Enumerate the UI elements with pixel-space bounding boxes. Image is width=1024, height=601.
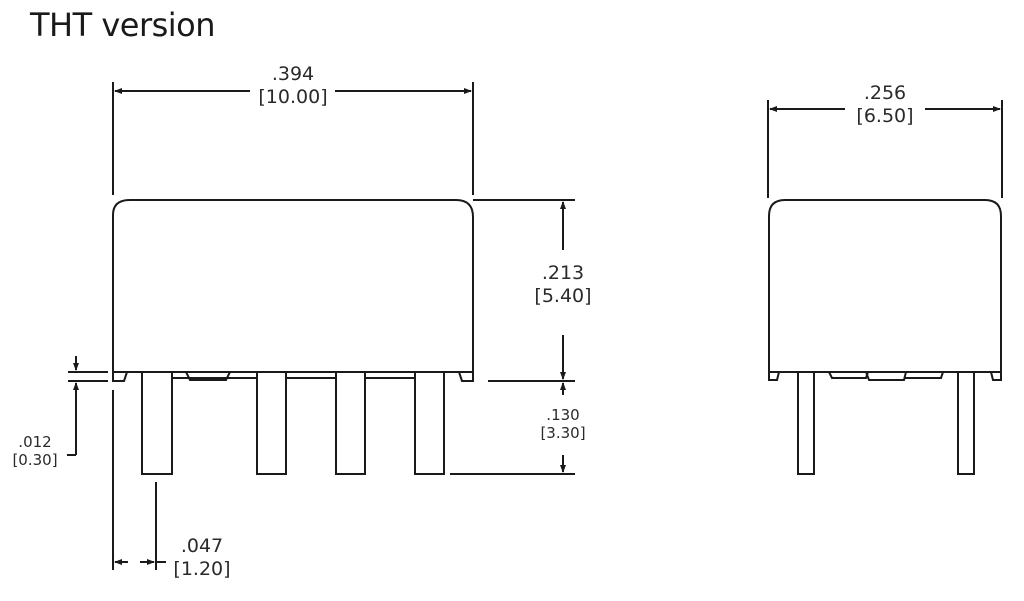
side-pin-2 xyxy=(957,371,975,475)
drawing-title: THT version xyxy=(30,6,216,44)
dim-mm: [1.20] xyxy=(173,557,231,580)
dim-inch: .394 xyxy=(271,63,315,85)
pin-1 xyxy=(141,371,173,475)
side-width-dim: .256 [6.50] xyxy=(840,82,930,128)
dim-inch: .047 xyxy=(180,535,224,557)
front-view xyxy=(67,82,575,570)
dim-inch: .256 xyxy=(863,82,907,104)
pin-offset-dim: .047 [1.20] xyxy=(162,535,242,581)
standoff-dim: .012 [0.30] xyxy=(4,433,66,469)
relay-body-side xyxy=(768,199,1002,373)
side-pin-1 xyxy=(797,371,815,475)
dim-mm: [5.40] xyxy=(534,284,592,307)
side-view xyxy=(767,100,1003,475)
pin-2 xyxy=(256,371,287,475)
dim-inch: .012 xyxy=(18,433,52,451)
dim-mm: [3.30] xyxy=(540,424,586,442)
relay-body-front xyxy=(112,199,474,373)
front-width-dim: .394 [10.00] xyxy=(243,63,343,109)
pin-length-dim: .130 [3.30] xyxy=(528,406,598,442)
dim-inch: .130 xyxy=(546,406,580,424)
pin-3 xyxy=(335,371,366,475)
dim-inch: .213 xyxy=(541,262,585,284)
dim-mm: [10.00] xyxy=(258,85,328,108)
dim-mm: [6.50] xyxy=(856,104,914,127)
dim-mm: [0.30] xyxy=(12,451,58,469)
pin-4 xyxy=(414,371,445,475)
body-height-dim: .213 [5.40] xyxy=(520,262,606,308)
